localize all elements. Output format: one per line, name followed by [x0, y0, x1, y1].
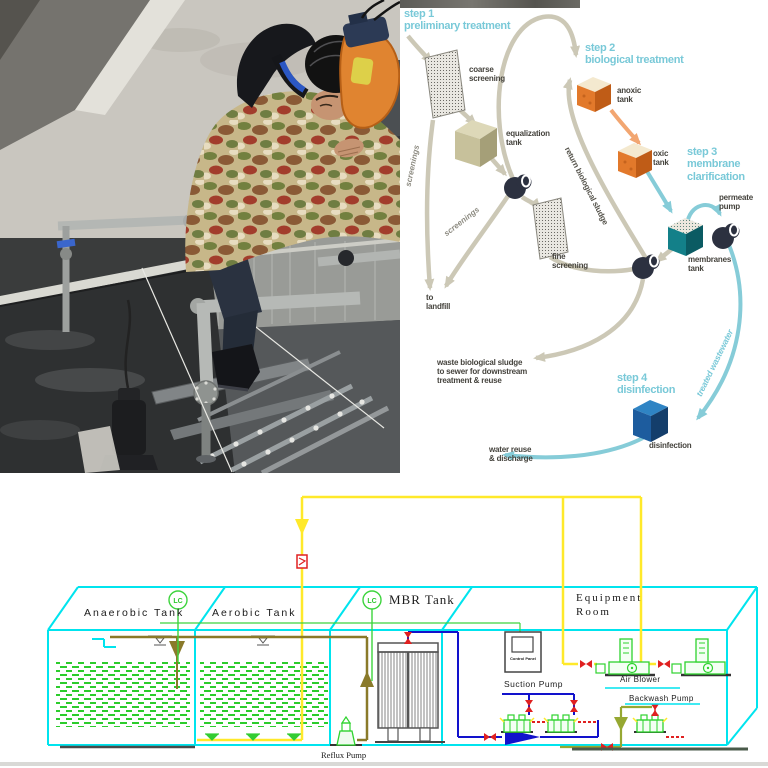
air-blower-label: Air Blower	[620, 675, 661, 684]
permeate-pump-label: permeate pump	[719, 193, 753, 211]
photo-worker-installation	[0, 0, 400, 473]
equalization-tank-icon	[455, 120, 497, 167]
membrane-module	[375, 642, 445, 743]
process-flow-graphics	[406, 14, 743, 461]
anaerobic-media	[56, 662, 190, 727]
waste-sludge-label: waste biological sludge to sewer for dow…	[437, 358, 528, 385]
aeration-grid	[151, 350, 390, 473]
step4-title: step 4 disinfection	[617, 372, 676, 397]
to-landfill-label: to landfill	[426, 293, 451, 311]
equalization-tank-label: equalization tank	[506, 129, 550, 147]
backwash-arrow	[614, 717, 628, 731]
control-panel-box	[504, 631, 542, 673]
air-valve-box	[296, 554, 308, 569]
fine-screening-label: fine screening	[552, 252, 588, 270]
oxic-tank-icon	[618, 143, 652, 178]
suction-pump-1	[499, 714, 535, 733]
reflux-pump-label: Reflux Pump	[321, 750, 367, 760]
backwash-pump-label: Backwash Pump	[629, 694, 694, 703]
coarse-screening-icon	[424, 49, 466, 119]
cad-system-drawing: LC LC	[0, 473, 768, 768]
camo-jacket	[185, 91, 400, 272]
equalization-pump-icon	[504, 174, 532, 199]
anoxic-tank-icon	[577, 77, 611, 112]
aerobic-diffusers	[205, 733, 301, 741]
disinfection-tank-icon	[633, 400, 668, 442]
mbr-tank-label: MBR Tank	[389, 592, 455, 607]
label-underlines	[605, 687, 700, 705]
step2-title: step 2 biological treatment	[585, 42, 684, 67]
backwash-pump-icon	[632, 714, 668, 733]
cad-graphics: LC LC	[0, 495, 768, 766]
blue-strap	[279, 60, 306, 93]
reflux-piping	[110, 635, 369, 742]
membranes-tank-icon	[668, 218, 703, 256]
fine-screening-icon	[532, 197, 569, 260]
anoxic-tank-label: anoxic tank	[617, 86, 642, 104]
disinfection-label: disinfection	[649, 441, 692, 450]
coarse-screening-label: coarse screening	[469, 65, 505, 83]
air-blower-2	[670, 637, 733, 677]
aerobic-media	[200, 662, 328, 727]
cables	[360, 0, 400, 21]
reflux-up-arrow	[360, 671, 374, 687]
equipment-room-label: Equipment Room	[576, 592, 643, 618]
mbr-process-infographic: step 1 preliminary treatment step 2 biol…	[400, 0, 768, 473]
membranes-tank-label: membranes tank	[688, 255, 732, 273]
orange-arrow	[609, 108, 641, 146]
anaerobic-tank-label: Anaerobic Tank	[84, 607, 185, 619]
flow-arrow-blue	[505, 729, 540, 745]
level-controllers: LC LC	[160, 590, 521, 681]
control-panel-label: Control Panel	[509, 656, 536, 661]
cropped-top-strip	[400, 0, 580, 8]
aerobic-tank-label: Aerobic Tank	[212, 607, 297, 619]
step1-title: step 1 preliminary treatment	[404, 8, 511, 33]
oxic-tank-label: oxic tank	[653, 149, 669, 167]
step3-title: step 3 membrane clarification	[687, 146, 745, 183]
reflux-pump-icon	[330, 715, 362, 746]
suction-pump-2	[543, 714, 579, 733]
air-flow-arrow	[295, 519, 309, 535]
lc1-text: LC	[173, 598, 182, 605]
lc2-text: LC	[367, 598, 376, 605]
water-reuse-label: water reuse & discharge	[489, 445, 533, 463]
reflux-down-arrow	[169, 641, 185, 659]
suction-pump-label: Suction Pump	[504, 679, 563, 689]
floor-lines	[0, 745, 768, 766]
tank-outlines	[47, 586, 758, 746]
junction-pump-icon	[632, 254, 660, 279]
photo-illustration	[0, 0, 400, 473]
head-device	[342, 11, 390, 48]
air-blower-1	[594, 637, 657, 677]
worker	[185, 0, 400, 392]
pvc-piping	[56, 213, 400, 463]
permeate-pump-icon	[712, 223, 740, 249]
debris	[78, 426, 120, 473]
